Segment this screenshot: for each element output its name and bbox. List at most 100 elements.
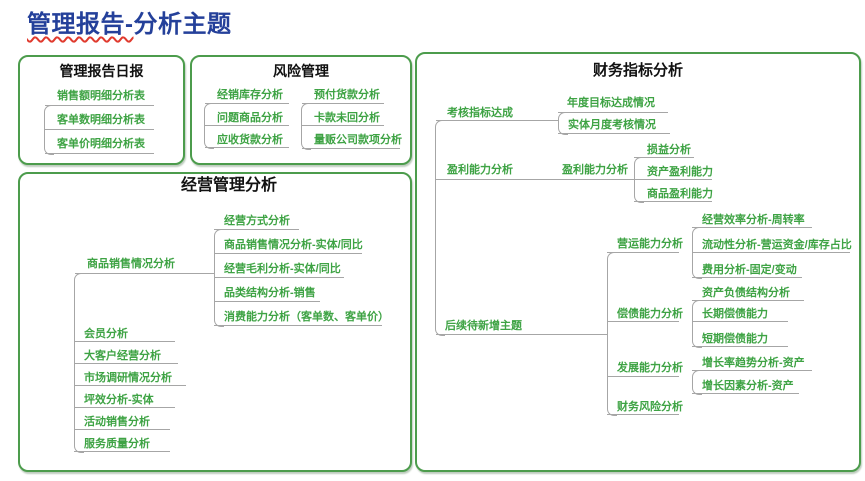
tree-node: 问题商品分析	[217, 112, 283, 124]
node-underline	[75, 273, 214, 274]
node-underline	[74, 341, 175, 342]
tree-connector	[692, 300, 702, 348]
panel-financial-indicator-analysis: 财务指标分析考核指标达成 年度目标达成情况实体月度考核情况盈利能力分析 盈利能力分析…	[415, 52, 861, 472]
page-title-part2: 分析主题	[133, 11, 232, 38]
tree-node: 卡款未回分析	[314, 112, 380, 124]
node-underline	[607, 414, 679, 415]
tree-node: 经营毛利分析-实体/同比	[224, 263, 341, 275]
node-underline	[634, 179, 712, 180]
tree-node: 商品销售情况分析-实体/同比	[224, 239, 363, 251]
node-underline	[214, 229, 299, 230]
tree-node: 销售额明细分析表	[57, 90, 145, 102]
node-underline	[634, 201, 712, 202]
tree-node: 客单数明细分析表	[57, 114, 145, 126]
node-underline	[607, 376, 679, 377]
tree-node: 经营方式分析	[224, 215, 290, 227]
node-underline	[214, 277, 344, 278]
panel-daily-report: 管理报告日报销售额明细分析表客单数明细分析表客单价明细分析表	[18, 55, 185, 165]
tree-node: 流动性分析-营运资金/库存占比	[702, 239, 852, 251]
tree-connector	[542, 334, 607, 335]
node-underline	[45, 129, 154, 130]
tree-connector	[607, 252, 617, 416]
node-underline	[74, 429, 170, 430]
node-underline	[214, 253, 362, 254]
tree-node: 经销库存分析	[217, 89, 283, 101]
tree-node: 短期偿债能力	[702, 333, 768, 345]
panel-financial-indicator-analysis-title: 财务指标分析	[592, 62, 684, 79]
node-underline	[436, 179, 511, 180]
panel-operation-management-analysis-title: 经营管理分析	[180, 177, 278, 194]
tree-node: 服务质量分析	[84, 438, 150, 450]
node-underline	[634, 157, 694, 158]
tree-node: 实体月度考核情况	[568, 119, 656, 131]
node-underline	[692, 321, 788, 322]
tree-node: 长期偿债能力	[702, 308, 768, 320]
tree-connector	[634, 157, 644, 203]
tree-node: 量贩公司款项分析	[314, 134, 402, 146]
node-underline	[302, 125, 384, 126]
tree-connector	[204, 103, 214, 149]
tree-connector	[301, 103, 311, 150]
tree-node: 增长率趋势分析-资产	[702, 357, 805, 369]
node-underline	[74, 385, 186, 386]
node-underline	[205, 147, 289, 148]
tree-node: 消费能力分析（客单数、客单价）	[224, 311, 389, 323]
tree-node: 品类结构分析-销售	[224, 287, 316, 299]
node-underline	[692, 300, 804, 301]
tree-node: 财务风险分析	[617, 401, 683, 413]
node-underline	[205, 125, 289, 126]
node-underline	[558, 133, 670, 134]
node-underline	[302, 103, 384, 104]
tree-node: 会员分析	[84, 328, 128, 340]
node-underline	[692, 393, 799, 394]
tree-node: 预付货款分析	[314, 89, 380, 101]
node-underline	[74, 451, 170, 452]
tree-node: 市场调研情况分析	[84, 372, 172, 384]
tree-node: 资产盈利能力	[647, 166, 713, 178]
tree-node: 损益分析	[647, 144, 691, 156]
tree-node: 偿债能力分析	[617, 308, 683, 320]
node-underline	[692, 346, 788, 347]
node-underline	[692, 227, 812, 228]
tree-connector	[558, 112, 568, 135]
panel-daily-report-title: 管理报告日报	[59, 63, 144, 79]
tree-connector	[692, 227, 702, 279]
panel-operation-management-analysis: 经营管理分析商品销售情况分析 经营方式分析商品销售情况分析-实体/同比经营毛利分析…	[18, 172, 412, 472]
tree-node: 年度目标达成情况	[567, 97, 655, 109]
tree-node: 大客户经营分析	[84, 350, 161, 362]
panel-risk-management: 风险管理经销库存分析问题商品分析应收货款分析预付货款分析卡款未回分析量贩公司款项…	[190, 55, 412, 165]
tree-node: 活动销售分析	[84, 416, 150, 428]
tree-node: 盈利能力分析	[562, 164, 628, 176]
tree-node: 盈利能力分析	[447, 164, 513, 176]
tree-node: 考核指标达成	[447, 107, 513, 119]
node-underline	[45, 105, 154, 106]
node-underline	[692, 370, 812, 371]
tree-node: 坪效分析-实体	[84, 394, 154, 406]
node-underline	[74, 363, 178, 364]
tree-node: 商品销售情况分析	[87, 258, 175, 270]
tree-node: 后续待新增主题	[445, 320, 522, 332]
node-underline	[607, 321, 679, 322]
tree-connector	[214, 229, 224, 327]
node-underline	[692, 277, 802, 278]
tree-connector	[511, 120, 558, 121]
tree-connector	[511, 179, 552, 180]
page-title-part1: 管理报告-	[27, 11, 134, 38]
tree-node: 商品盈利能力	[647, 188, 713, 200]
page-title: 管理报告-分析主题	[27, 4, 232, 39]
node-underline	[302, 148, 400, 149]
tree-node: 应收货款分析	[217, 134, 283, 146]
tree-node: 资产负债结构分析	[702, 287, 790, 299]
node-underline	[436, 334, 542, 335]
node-underline	[552, 179, 634, 180]
node-underline	[607, 252, 679, 253]
node-underline	[436, 120, 511, 121]
node-underline	[45, 153, 154, 154]
tree-node: 费用分析-固定/变动	[702, 264, 797, 276]
tree-node: 发展能力分析	[617, 362, 683, 374]
tree-node: 营运能力分析	[617, 238, 683, 250]
node-underline	[205, 103, 289, 104]
tree-node: 增长因素分析-资产	[702, 380, 794, 392]
tree-node: 客单价明细分析表	[57, 138, 145, 150]
